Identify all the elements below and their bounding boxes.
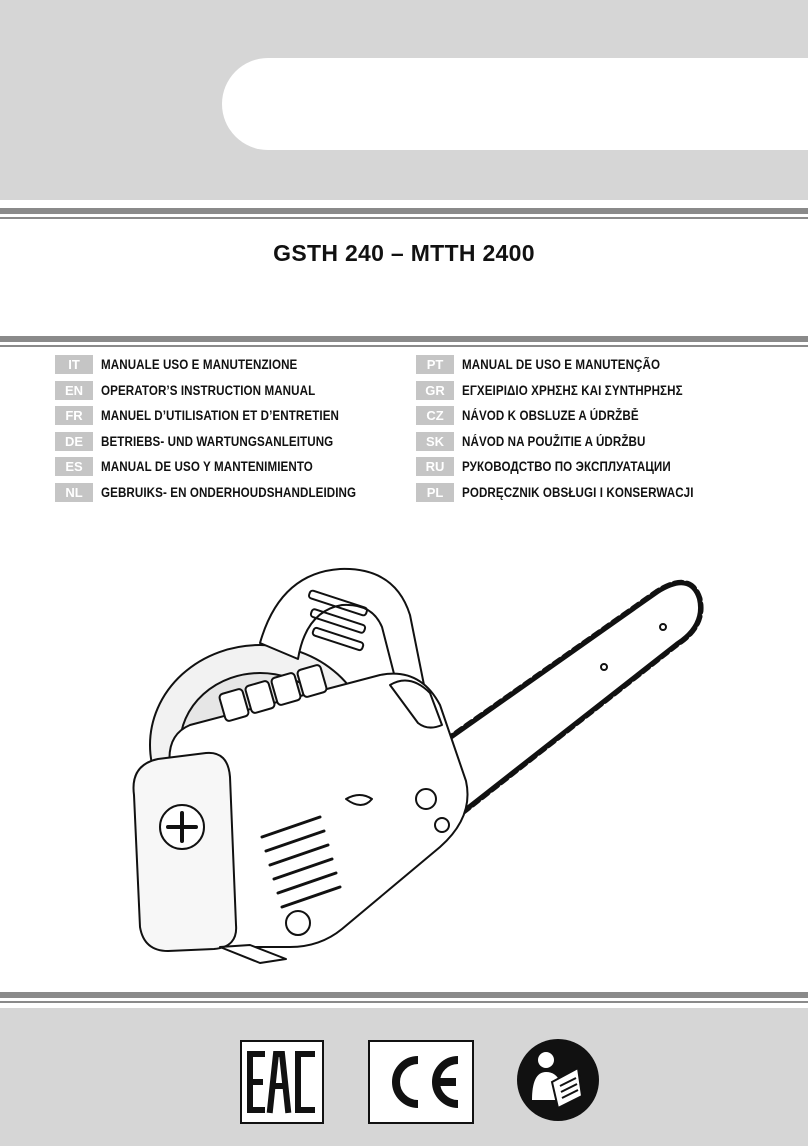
language-item: IT MANUALE USO E MANUTENZIONE [55,354,398,375]
eac-mark [240,1040,324,1124]
language-code: NL [55,482,93,502]
language-title: GEBRUIKS- EN ONDERHOUDSHANDLEIDING [101,484,357,500]
language-code: ES [55,457,93,477]
language-item: ES MANUAL DE USO Y MANTENIMIENTO [55,456,398,477]
language-item: NL GEBRUIKS- EN ONDERHOUDSHANDLEIDING [55,482,398,503]
bar-nut [415,788,437,810]
language-title: PODRĘCZNIK OBSŁUGI I KONSERWACJI [462,484,694,500]
language-code: IT [55,355,93,374]
header-rule [0,208,808,214]
language-code: DE [55,431,93,451]
language-code: SK [416,431,454,451]
header-rule-thin [0,217,808,219]
language-title: MANUAL DE USO E MANUTENÇÃO [462,357,661,372]
read-manual-icon [517,1039,599,1121]
language-item: EN OPERATOR’S INSTRUCTION MANUAL [55,380,398,401]
language-code: RU [416,457,454,477]
section-rule-thin [0,345,808,347]
language-title: РУКОВОДСТВО ПО ЭКСПЛУАТАЦИИ [462,459,671,475]
language-title: MANUALE USO E MANUTENZIONE [101,357,298,372]
rear-cover [132,751,238,952]
language-title: MANUAL DE USO Y MANTENIMIENTO [101,459,313,475]
language-code: FR [55,406,93,426]
language-code: GR [416,380,454,400]
guide-bar [427,583,700,818]
language-item: SK NÁVOD NA POUŽITIE A ÚDRŽBU [416,431,731,452]
language-item: PL PODRĘCZNIK OBSŁUGI I KONSERWACJI [416,482,731,503]
language-list-right: PT MANUAL DE USO E MANUTENÇÃO GR ΕΓΧΕΙΡΙΔΙ… [416,354,731,508]
chain-tensioner [285,910,311,936]
bar-nose-rivet [659,623,667,631]
language-item: FR MANUEL D’UTILISATION ET D’ENTRETIEN [55,405,398,426]
cooling-vents [260,815,342,909]
language-title: ΕΓΧΕΙΡΙΔΙΟ ΧΡΗΣΗΣ ΚΑΙ ΣΥΝΤΗΡΗΣΗΣ [462,382,683,398]
language-title: OPERATOR’S INSTRUCTION MANUAL [101,382,316,398]
language-item: GR ΕΓΧΕΙΡΙΔΙΟ ΧΡΗΣΗΣ ΚΑΙ ΣΥΝΤΗΡΗΣΗΣ [416,380,731,401]
language-list-left: IT MANUALE USO E MANUTENZIONE EN OPERATOR’… [55,354,398,508]
language-code: PT [416,355,454,374]
language-code: PL [416,482,454,502]
language-title: BETRIEBS- UND WARTUNGSANLEITUNG [101,433,334,449]
language-item: RU РУКОВОДСТВО ПО ЭКСПЛУАТАЦИИ [416,456,731,477]
language-code: CZ [416,406,454,426]
language-item: PT MANUAL DE USO E MANUTENÇÃO [416,354,731,375]
language-title: NÁVOD K OBSLUZE A ÚDRŽBĚ [462,408,639,424]
section-rule [0,336,808,342]
chainsaw-illustration [132,567,704,964]
language-code: EN [55,380,93,400]
language-item: CZ NÁVOD K OBSLUZE A ÚDRŽBĚ [416,405,731,426]
language-title: NÁVOD NA POUŽITIE A ÚDRŽBU [462,433,646,449]
footer-rule-thin [0,1001,808,1003]
bar-rivet [600,663,608,671]
footer-rule [0,992,808,998]
hand-guard [389,679,443,729]
ce-mark [368,1040,474,1124]
ce-logo [392,1056,459,1108]
language-item: DE BETRIEBS- UND WARTUNGSANLEITUNG [55,431,398,452]
model-title: GSTH 240 – MTTH 2400 [273,240,535,266]
header-title-area [222,58,808,150]
eac-logo [247,1051,315,1114]
language-title: MANUEL D’UTILISATION ET D’ENTRETIEN [101,408,340,424]
